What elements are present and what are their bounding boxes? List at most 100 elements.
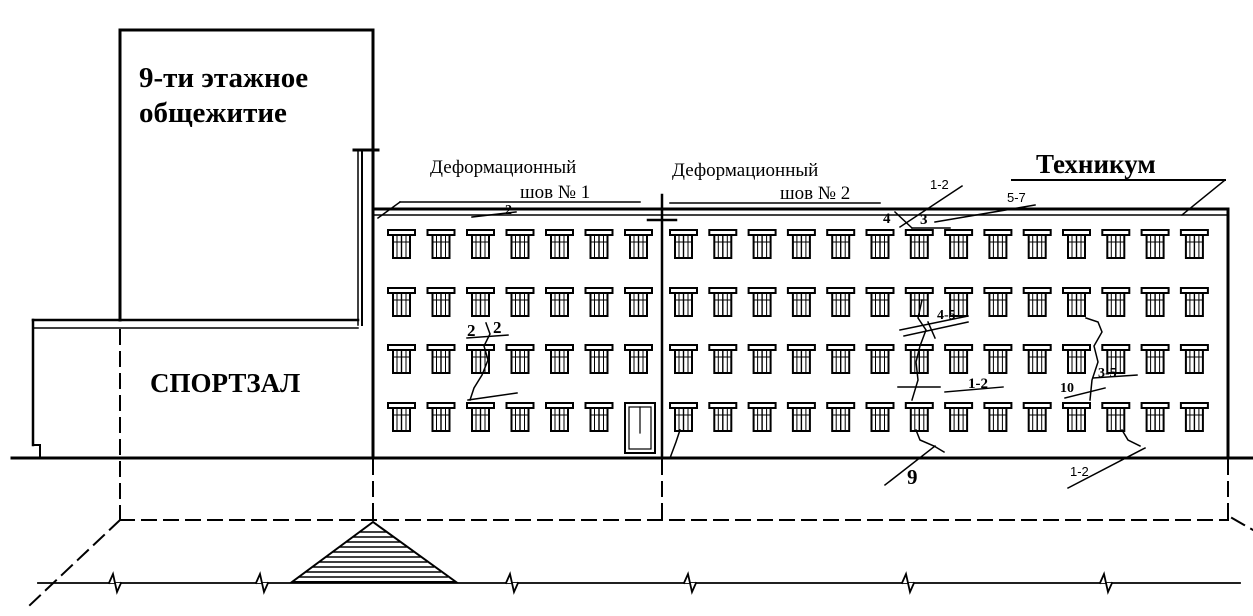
- window: [669, 229, 698, 259]
- window: [624, 344, 653, 374]
- window: [708, 402, 738, 432]
- window: [1022, 287, 1052, 317]
- window: [1062, 402, 1091, 432]
- college-building: Техникум: [371, 149, 1230, 460]
- crack-mark: 2: [505, 203, 512, 218]
- window: [505, 287, 535, 317]
- crack-mark: 1-2: [968, 376, 988, 392]
- joint1-label-line2: шов № 1: [520, 182, 590, 203]
- window: [387, 402, 416, 432]
- window: [786, 344, 816, 374]
- window: [1140, 287, 1170, 317]
- window: [1179, 287, 1209, 317]
- crack-mark: 3: [920, 212, 928, 228]
- crack-marks: 2 2 2 1-2 4 3 5-7 4-5 1-2 10 3-5 9 1-2: [467, 177, 1117, 489]
- window: [669, 344, 698, 374]
- window: [669, 402, 698, 432]
- dormitory-label-line1: 9-ти этажное: [139, 62, 308, 94]
- window: [466, 287, 495, 317]
- college-label: Техникум: [1036, 149, 1156, 179]
- window: [584, 287, 614, 317]
- window: [624, 229, 653, 259]
- window: [1101, 344, 1131, 374]
- crack-leader-lines: [466, 184, 1147, 490]
- window: [545, 229, 574, 259]
- crack-mark: 2: [493, 318, 502, 337]
- window: [545, 402, 574, 432]
- window: [1101, 402, 1131, 432]
- break-symbol: [504, 571, 520, 595]
- crack-mark: 4: [883, 211, 891, 227]
- dormitory-label-line2: общежитие: [139, 97, 287, 129]
- window: [944, 287, 974, 317]
- crack-mark: 2: [467, 321, 476, 340]
- window: [826, 344, 856, 374]
- window: [1022, 402, 1052, 432]
- window: [865, 344, 895, 374]
- window: [865, 229, 895, 259]
- window: [584, 402, 614, 432]
- window: [1179, 229, 1209, 259]
- window: [786, 402, 816, 432]
- window: [466, 402, 495, 432]
- window: [466, 344, 495, 374]
- crack-mark: 1-2: [930, 177, 949, 192]
- window: [1179, 402, 1209, 432]
- window: [1062, 344, 1091, 374]
- window: [584, 344, 614, 374]
- window: [944, 402, 974, 432]
- window: [708, 229, 738, 259]
- window: [786, 229, 816, 259]
- window: [1022, 229, 1052, 259]
- window: [505, 402, 535, 432]
- window: [786, 287, 816, 317]
- window: [1022, 344, 1052, 374]
- gym-label: СПОРТЗАЛ: [150, 368, 300, 398]
- window: [426, 229, 456, 259]
- window: [387, 344, 416, 374]
- window: [426, 344, 456, 374]
- break-symbol: [900, 571, 916, 595]
- window: [1062, 229, 1091, 259]
- window: [865, 402, 895, 432]
- joint1-label-line1: Деформационный: [430, 157, 576, 178]
- window: [826, 287, 856, 317]
- window: [747, 402, 777, 432]
- window: [466, 229, 495, 259]
- window: [983, 287, 1013, 317]
- cracks: [469, 299, 1142, 459]
- window: [1101, 229, 1131, 259]
- expansion-joint-1-label: Деформационный шов № 1: [376, 157, 641, 220]
- window: [387, 229, 416, 259]
- break-symbol: [254, 571, 270, 595]
- crack-mark: 9: [907, 465, 918, 489]
- window: [1101, 287, 1131, 317]
- window: [426, 287, 456, 317]
- entrance-door: [624, 402, 656, 454]
- joint2-label-line2: шов № 2: [780, 183, 850, 204]
- gym-building: СПОРТЗАЛ: [31, 318, 360, 459]
- window: [865, 287, 895, 317]
- window: [1140, 402, 1170, 432]
- foundations: [28, 329, 1253, 607]
- window: [505, 344, 535, 374]
- break-symbol: [682, 571, 698, 595]
- windows-grid: [387, 229, 1209, 432]
- window: [387, 287, 416, 317]
- window: [747, 287, 777, 317]
- foundation-pad: [288, 520, 460, 583]
- window: [1140, 344, 1170, 374]
- joint2-label-line1: Деформационный: [672, 160, 818, 181]
- window: [904, 229, 934, 259]
- window: [1062, 287, 1091, 317]
- crack-mark: 3-5: [1098, 366, 1117, 381]
- window: [624, 287, 653, 317]
- crack-mark: 5-7: [1007, 190, 1026, 205]
- window: [944, 229, 974, 259]
- window: [584, 229, 614, 259]
- window: [708, 344, 738, 374]
- window: [944, 344, 974, 374]
- window: [505, 229, 535, 259]
